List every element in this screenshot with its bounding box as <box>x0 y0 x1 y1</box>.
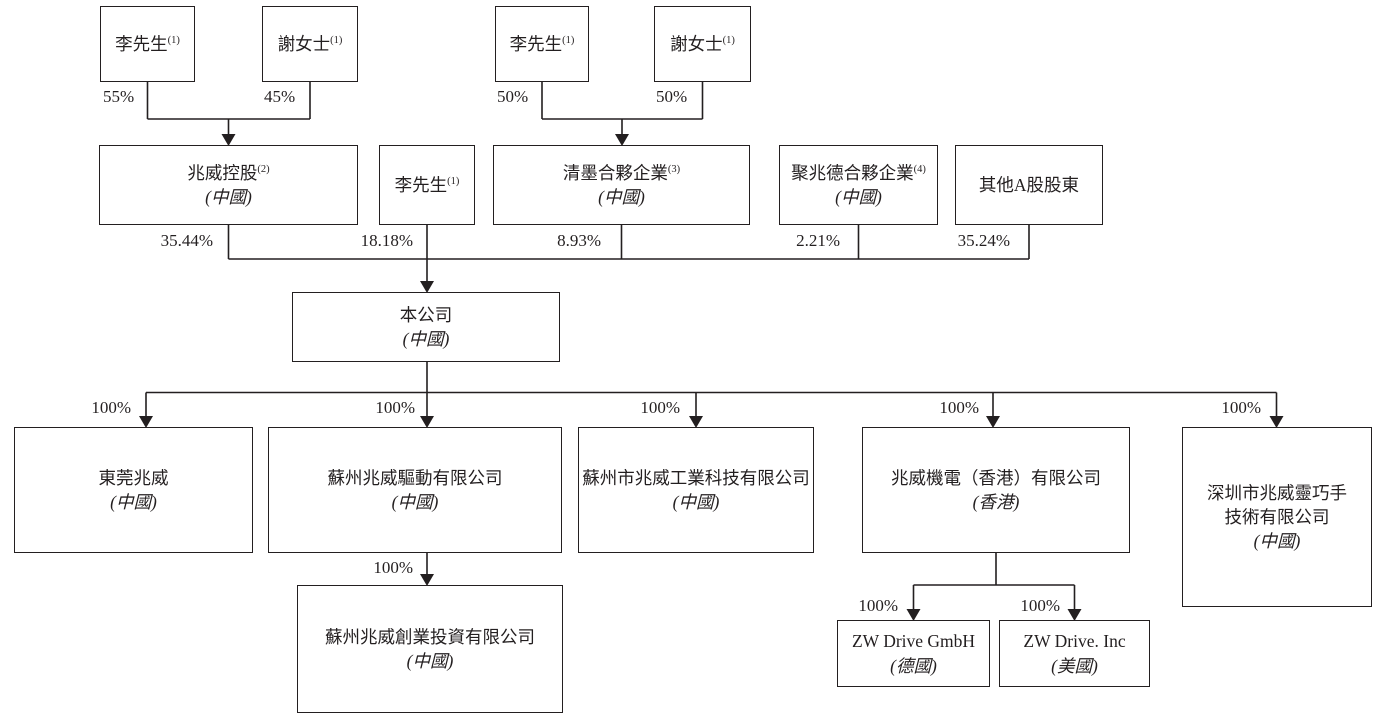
arrowheads <box>139 134 1284 621</box>
node-label: 李先生 <box>509 33 563 54</box>
pct-suzhou-investment: 100% <box>373 558 413 577</box>
footnote-marker: (4) <box>913 164 926 176</box>
node-label: 李先生 <box>115 33 168 54</box>
node-label: 李先生 <box>394 174 448 195</box>
footnote-marker: (1) <box>562 35 575 47</box>
node-the-company: 本公司 (中國) <box>292 292 560 362</box>
node-zhaowei-holdings: 兆威控股(2) (中國) <box>99 145 358 225</box>
node-zw-drive-inc: ZW Drive. Inc (美國) <box>999 620 1150 687</box>
pct-zw-drive-inc: 100% <box>1020 596 1060 615</box>
pct-suzhou-industrial: 100% <box>640 398 680 417</box>
node-label: 其他A股股東 <box>978 174 1080 195</box>
footnote-marker: (3) <box>667 164 681 176</box>
pct-zhaowei-holdings: 35.44% <box>160 231 213 250</box>
node-country: (香港) <box>972 492 1020 512</box>
node-label: 蘇州兆威驅動有限公司 <box>327 467 503 488</box>
node-label: 兆威機電（香港）有限公司 <box>891 467 1101 488</box>
pct-dongguan: 100% <box>91 398 131 417</box>
pct-mr-li-qingmo: 50% <box>497 87 529 106</box>
node-zhaowei-electromech-hk: 兆威機電（香港）有限公司 (香港) <box>862 427 1130 553</box>
pct-qingmo-partnership: 8.93% <box>557 231 601 250</box>
node-label: 本公司 <box>399 304 453 325</box>
pct-shenzhen: 100% <box>1221 398 1261 417</box>
node-country: (德國) <box>890 655 937 676</box>
node-country: (中國) <box>835 187 882 207</box>
node-country: (中國) <box>205 187 252 207</box>
node-country: (美國) <box>1051 655 1098 676</box>
node-suzhou-zhaowei-drive: 蘇州兆威驅動有限公司 (中國) <box>268 427 562 553</box>
node-label: 清墨合夥企業 <box>562 162 668 183</box>
pct-hk: 100% <box>939 398 979 417</box>
pct-suzhou-drive: 100% <box>375 398 415 417</box>
node-label: 兆威控股 <box>187 162 258 183</box>
node-label: 謝女士 <box>670 33 723 54</box>
node-label-line2: 技術有限公司 <box>1224 506 1330 527</box>
node-country: (中國) <box>1253 531 1301 552</box>
node-zw-drive-gmbh: ZW Drive GmbH (德國) <box>837 620 990 687</box>
node-juzhaode-partnership: 聚兆德合夥企業(4) (中國) <box>779 145 938 225</box>
pct-ms-xie-holdings: 45% <box>264 87 296 106</box>
node-label: ZW Drive. Inc <box>1023 631 1126 652</box>
footnote-marker: (1) <box>447 176 460 188</box>
footnote-marker: (1) <box>722 35 735 47</box>
node-other-a-shareholders: 其他A股股東 <box>955 145 1103 225</box>
node-country: (中國) <box>598 187 645 207</box>
pct-ms-xie-qingmo: 50% <box>656 87 688 106</box>
node-country: (中國) <box>391 492 439 512</box>
node-mr-li-direct: 李先生(1) <box>379 145 475 225</box>
node-suzhou-zhaowei-industrial-tech: 蘇州市兆威工業科技有限公司 (中國) <box>578 427 814 553</box>
node-country: (中國) <box>110 492 157 512</box>
pct-juzhaode-partnership: 2.21% <box>796 231 840 250</box>
node-mr-li-holdings: 李先生(1) <box>100 6 195 82</box>
node-country: (中國) <box>672 492 720 512</box>
node-shenzhen-dexterous-hand: 深圳市兆威靈巧手 技術有限公司 (中國) <box>1182 427 1372 607</box>
footnote-marker: (1) <box>167 35 180 47</box>
node-country: (中國) <box>402 329 450 349</box>
pct-mr-li-direct: 18.18% <box>360 231 413 250</box>
node-label: 蘇州市兆威工業科技有限公司 <box>582 467 810 488</box>
node-label: 蘇州兆威創業投資有限公司 <box>325 626 535 647</box>
node-suzhou-zhaowei-venture-investment: 蘇州兆威創業投資有限公司 (中國) <box>297 585 563 713</box>
node-label: 謝女士 <box>277 33 331 54</box>
footnote-marker: (2) <box>257 164 270 176</box>
footnote-marker: (1) <box>330 35 343 47</box>
pct-other-a-shareholders: 35.24% <box>957 231 1010 250</box>
node-dongguan-zhaowei: 東莞兆威 (中國) <box>14 427 253 553</box>
node-label: 東莞兆威 <box>98 467 169 488</box>
node-country: (中國) <box>406 651 454 671</box>
node-label: 聚兆德合夥企業 <box>791 162 914 183</box>
node-mr-li-qingmo: 李先生(1) <box>495 6 589 82</box>
pct-mr-li-holdings: 55% <box>103 87 135 106</box>
node-ms-xie-qingmo: 謝女士(1) <box>654 6 751 82</box>
node-label: 深圳市兆威靈巧手 <box>1207 482 1347 503</box>
node-label: ZW Drive GmbH <box>851 631 976 652</box>
node-ms-xie-holdings: 謝女士(1) <box>262 6 358 82</box>
pct-zw-drive-gmbh: 100% <box>858 596 898 615</box>
node-qingmo-partnership: 清墨合夥企業(3) (中國) <box>493 145 750 225</box>
